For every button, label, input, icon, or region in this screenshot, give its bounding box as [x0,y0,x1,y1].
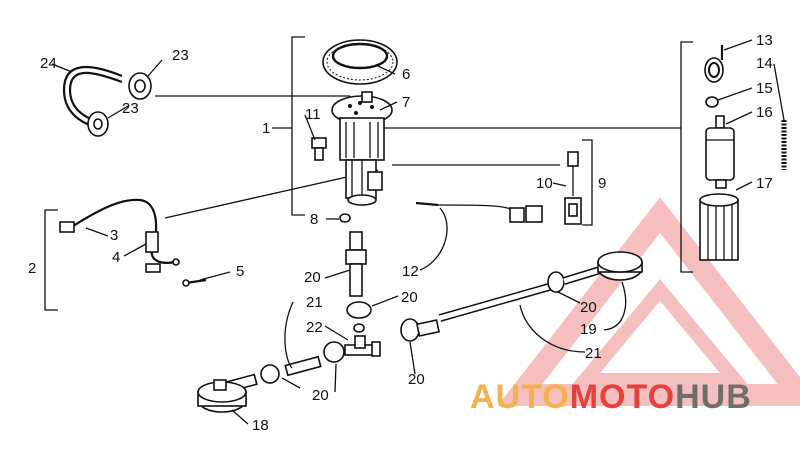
watermark-moto: MOTO [570,378,675,416]
callout-20-b: 20 [401,289,418,306]
wire-12 [415,201,543,223]
watermark-triangle [497,197,800,406]
washer-8 [339,213,351,223]
tee-fitting-22 [344,335,381,357]
callout-20-c: 20 [312,387,329,404]
svg-text:AUTOMOTOHUB: AUTOMOTOHUB [470,378,752,416]
connector-11 [311,137,327,161]
callout-16: 16 [756,104,773,121]
callout-20-d: 20 [408,371,425,388]
callout-20-a: 20 [304,269,321,286]
long-tube-21 [438,266,602,322]
callout-2: 2 [28,260,36,277]
callout-14: 14 [756,55,773,72]
callout-24: 24 [40,55,57,72]
callout-3: 3 [110,227,118,244]
callout-17: 17 [756,175,773,192]
watermark-auto: AUTO [470,378,570,416]
leader-lines [51,39,785,425]
callout-8: 8 [310,211,318,228]
callout-6: 6 [402,66,410,83]
clamp-20-c [400,318,440,342]
watermark-logo: AUTOMOTOHUB [470,378,752,416]
hose-20-vertical [345,231,367,297]
pump-16 [705,115,735,189]
callout-9: 9 [598,175,606,192]
callout-23-b: 23 [122,100,139,117]
fitting-18 [197,379,247,413]
fuel-pump-module-7 [331,91,393,206]
bracket-pump-assembly [680,41,693,273]
callout-23-a: 23 [172,47,189,64]
fitting-19 [597,251,643,281]
callout-12: 12 [402,263,419,280]
callout-labels: 1 2 3 4 5 6 7 8 9 10 11 12 13 14 15 16 1… [28,32,773,434]
callout-20-e: 20 [580,299,597,316]
fuel-hose-24 [62,66,152,137]
sensor-10 [564,151,582,225]
bracket-1 [272,36,305,216]
callout-5: 5 [236,263,244,280]
callout-21-b: 21 [585,345,602,362]
spring-13 [704,45,724,83]
watermark-hub: HUB [675,378,752,416]
callout-7: 7 [402,94,410,111]
callout-21-a: 21 [306,294,323,311]
screw-5 [182,278,207,287]
filter-17 [699,193,739,261]
leader-harness-line [164,169,379,219]
clamp-20-a [346,301,372,333]
callout-15: 15 [756,80,773,97]
bracket-9 [582,139,593,226]
callout-1: 1 [262,120,270,137]
callout-11: 11 [305,106,321,123]
bracket-2 [44,209,58,311]
lock-ring-6 [322,39,398,85]
grommet-15 [705,96,719,108]
callout-18: 18 [252,417,269,434]
callout-13: 13 [756,32,773,49]
callout-19: 19 [580,321,597,338]
callout-10: 10 [536,175,553,192]
callout-4: 4 [112,249,120,266]
callout-22: 22 [306,319,323,336]
wiring-harness-3-4 [59,198,180,273]
